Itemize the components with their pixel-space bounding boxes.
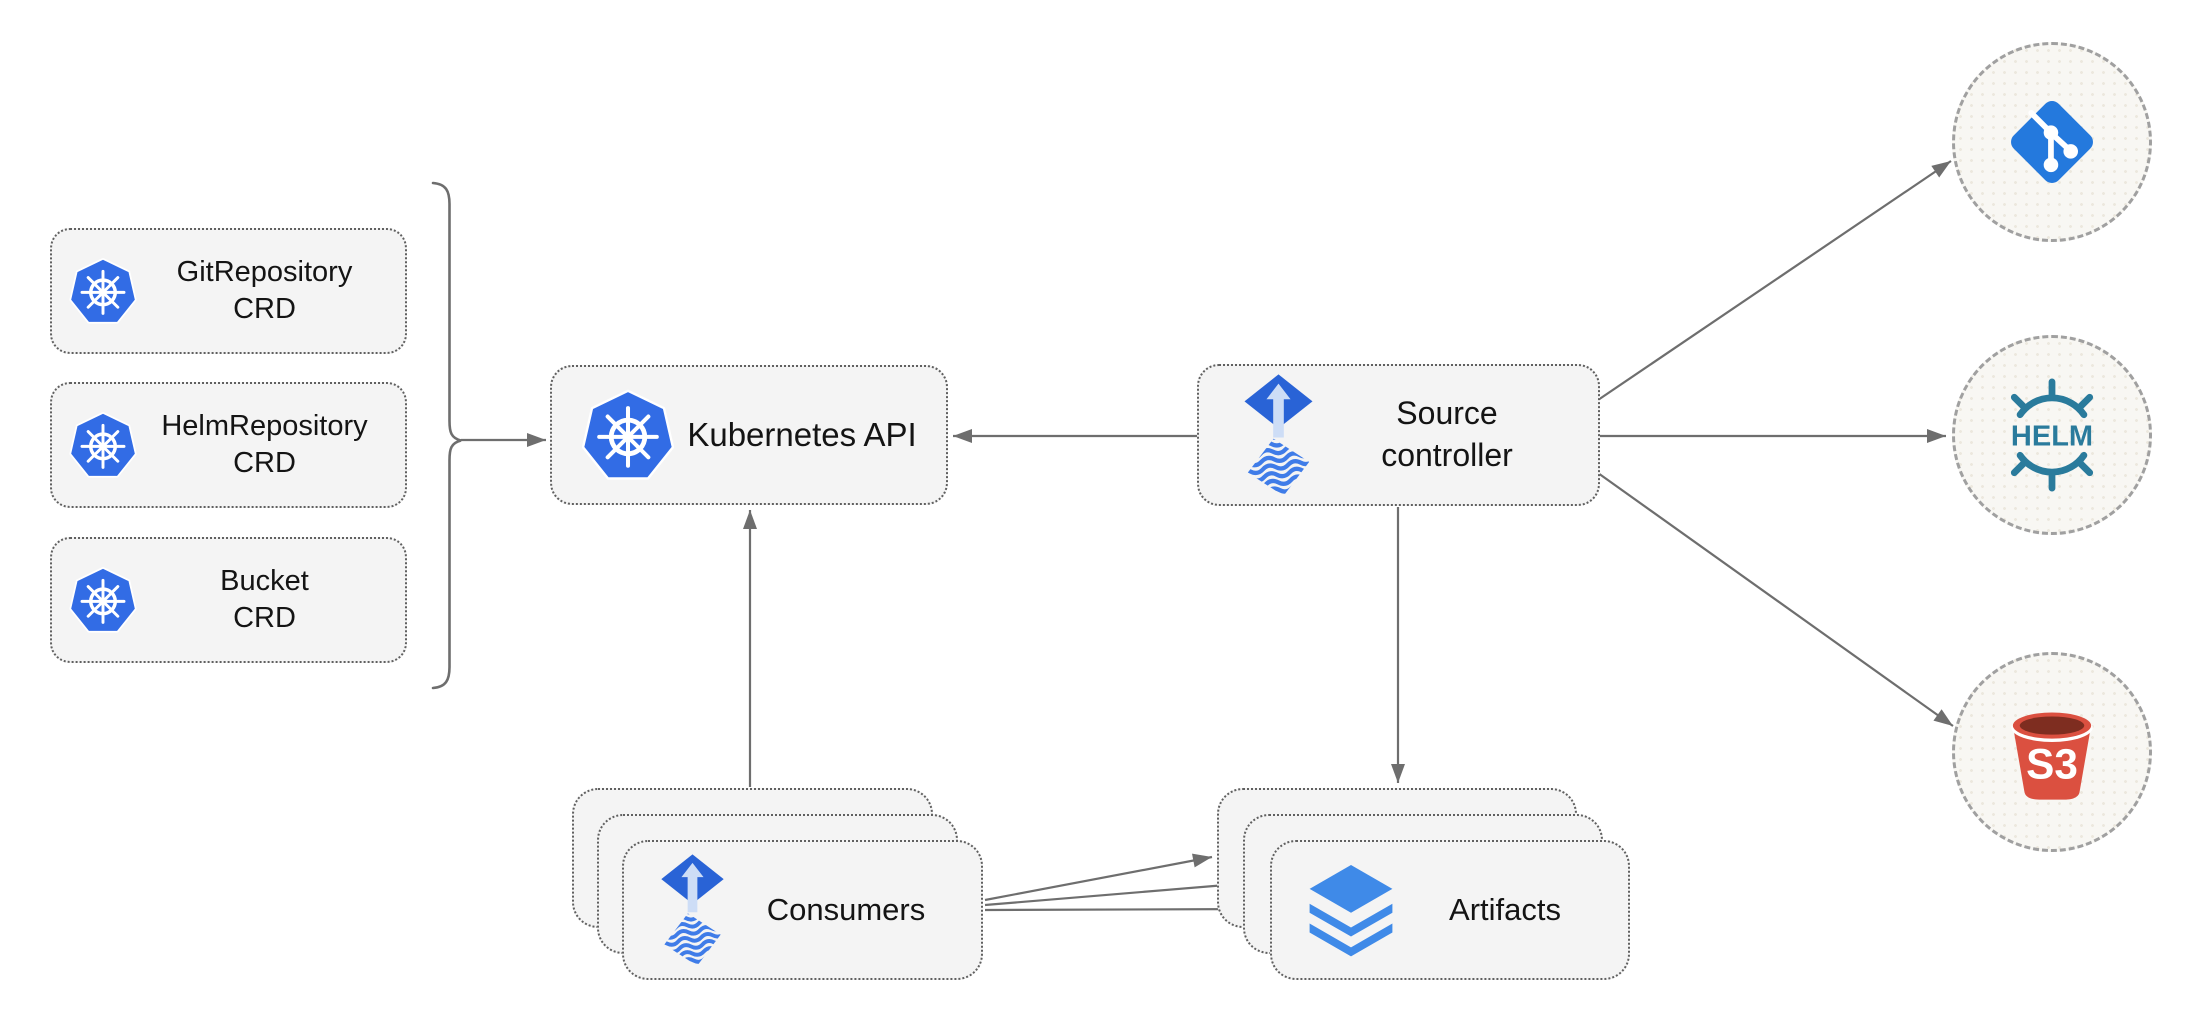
helm-label: HELM — [2011, 421, 2093, 453]
git-icon — [2011, 101, 2093, 183]
node-artifacts: Artifacts — [1270, 840, 1630, 980]
layers-icon — [1309, 865, 1393, 957]
s3-bucket-icon: S3 — [2011, 712, 2093, 800]
node-s3-source: S3 — [1952, 652, 2152, 852]
node-source-controller: Source controller — [1197, 364, 1600, 506]
node-consumers-stack: Consumers — [572, 788, 984, 981]
helm-icon: HELM — [2011, 378, 2093, 492]
node-label: Bucket CRD — [220, 565, 309, 634]
node-bucket-crd: Bucket CRD — [50, 537, 407, 663]
node-label: Artifacts — [1449, 892, 1561, 928]
kubernetes-icon — [68, 411, 138, 479]
node-helmrepository-crd: HelmRepository CRD — [50, 382, 407, 508]
crd-group-brace — [431, 181, 462, 690]
flux-icon — [660, 853, 725, 967]
kubernetes-icon — [580, 387, 676, 483]
edge-source-to-git — [1597, 160, 1952, 401]
node-helm-source: HELM — [1952, 335, 2152, 535]
flux-icon — [1243, 373, 1314, 497]
node-kubernetes-api: Kubernetes API — [550, 365, 948, 505]
node-label: Kubernetes API — [687, 416, 917, 454]
kubernetes-icon — [68, 566, 138, 634]
node-gitrepository-crd: GitRepository CRD — [50, 228, 407, 354]
node-git-source — [1952, 42, 2152, 242]
node-consumers: Consumers — [622, 840, 983, 980]
s3-label: S3 — [2026, 740, 2078, 787]
node-label: HelmRepository CRD — [161, 410, 368, 479]
node-label: GitRepository CRD — [176, 256, 353, 325]
kubernetes-icon — [68, 257, 138, 325]
node-artifacts-stack: Artifacts — [1217, 788, 1631, 981]
edge-consumers-to-artifacts-mid — [984, 878, 1239, 907]
edge-source-to-s3 — [1597, 472, 1954, 727]
node-label: Source controller — [1381, 395, 1513, 473]
node-label: Consumers — [766, 892, 926, 928]
edge-consumers-to-artifacts-back — [984, 853, 1213, 902]
